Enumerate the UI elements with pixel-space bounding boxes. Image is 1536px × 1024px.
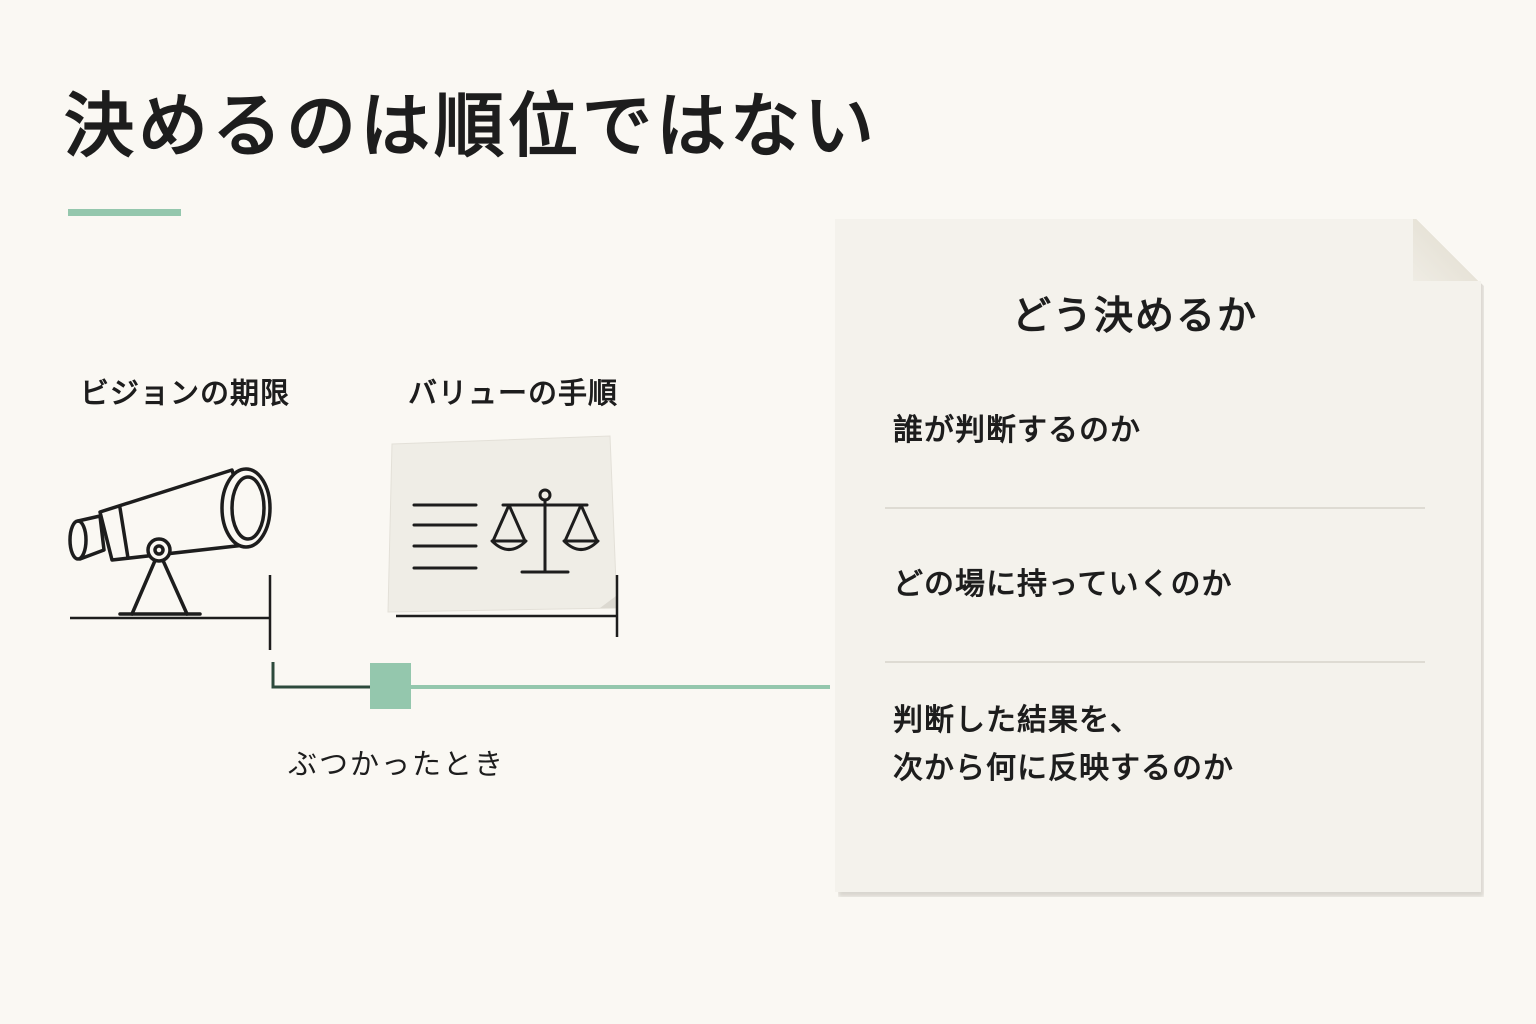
note-item-which-forum: どの場に持っていくのか xyxy=(893,567,1233,602)
note-divider xyxy=(885,507,1425,509)
note-item-line: 次から何に反映するのか xyxy=(893,751,1234,786)
note-item-who-decides: 誰が判断するのか xyxy=(893,413,1141,448)
note-divider xyxy=(885,661,1425,663)
decision-note-card: どう決めるか 誰が判断するのか どの場に持っていくのか 判断した結果を、 次から… xyxy=(835,219,1481,892)
diagram-scene xyxy=(68,435,830,709)
balance-scale-icon xyxy=(490,488,600,574)
title-accent-bar xyxy=(68,209,181,216)
connector-node xyxy=(370,663,411,709)
document-lines-icon xyxy=(412,503,478,570)
vision-deadline-label: ビジョンの期限 xyxy=(80,376,291,410)
page-title: 決めるのは順位ではない xyxy=(64,85,878,167)
note-item-line: 判断した結果を、 xyxy=(893,703,1141,738)
connector-dark xyxy=(271,662,371,689)
note-item-reflect-result: 判断した結果を、 次から何に反映するのか xyxy=(893,697,1234,793)
conflict-label: ぶつかったとき xyxy=(288,747,506,781)
note-folded-corner xyxy=(1413,219,1481,281)
value-procedure-label: バリューの手順 xyxy=(408,376,619,410)
note-title: どう決めるか xyxy=(1011,294,1258,339)
telescope-icon xyxy=(68,467,272,616)
